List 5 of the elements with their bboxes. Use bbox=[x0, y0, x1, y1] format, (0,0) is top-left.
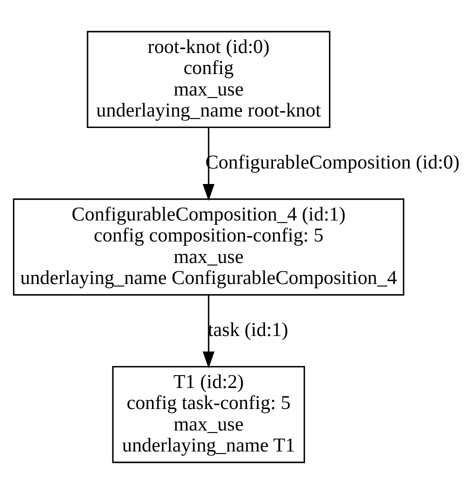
arrow bbox=[202, 128, 215, 201]
arrow bbox=[202, 295, 215, 368]
node-box: root-knot (id:0) config max_use underlaying_name root-knot bbox=[86, 30, 330, 128]
node-box: ConfigurableComposition_4 (id:1) config composition-config: 5 max_use underlaying_name ConfigurableComposition_4 bbox=[12, 198, 404, 296]
node-box: T1 (id:2) config task-config: 5 max_use underlaying_name T1 bbox=[112, 366, 306, 464]
